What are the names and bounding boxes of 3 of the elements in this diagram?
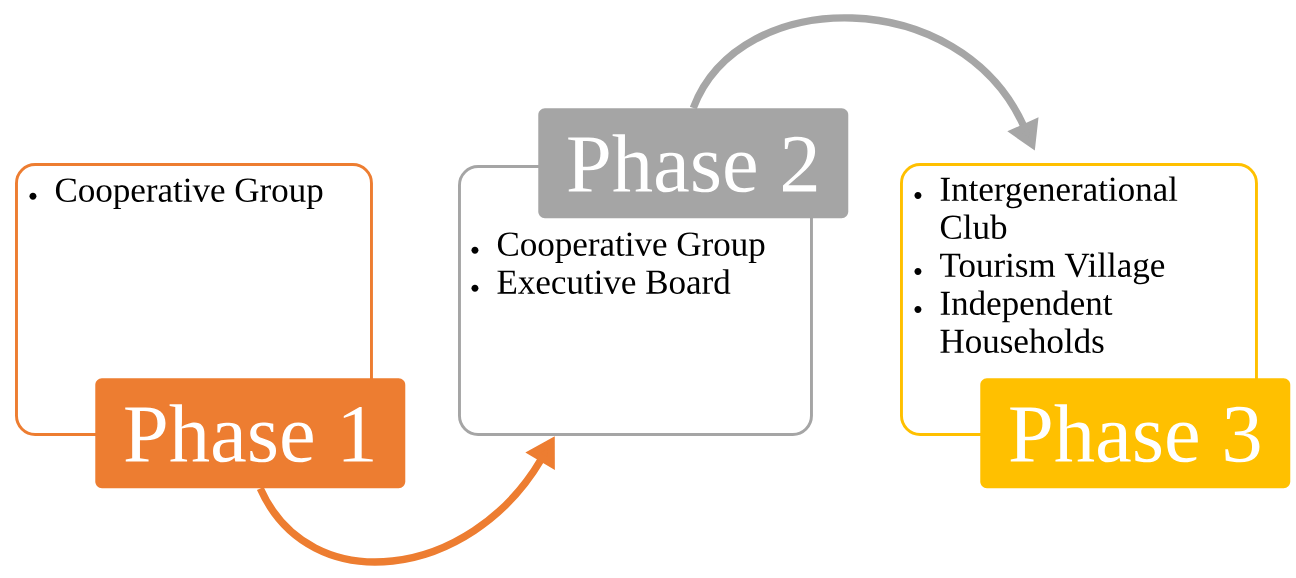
phase-box: Phase 3 <box>980 378 1291 489</box>
phase-box: Phase 2 <box>538 108 849 219</box>
phase-box: Phase 1 <box>95 378 406 489</box>
